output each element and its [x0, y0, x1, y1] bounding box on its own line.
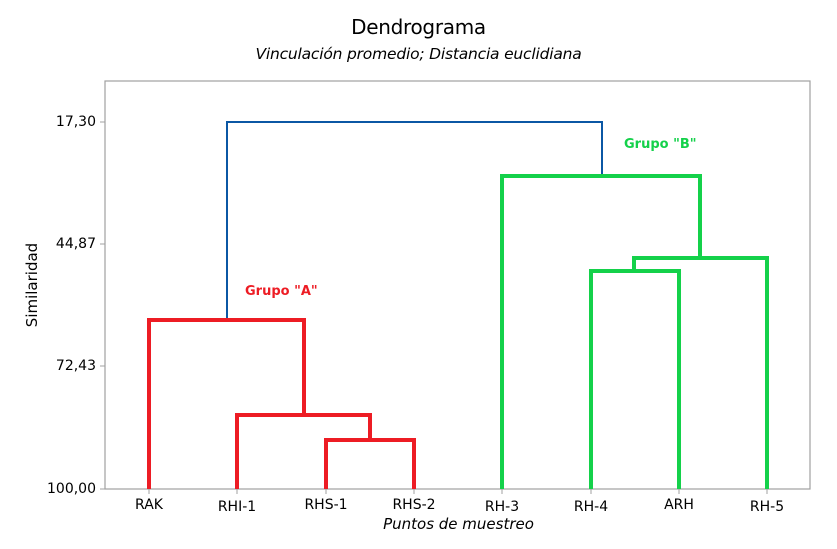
y-tick-label: 72,43: [55, 358, 96, 374]
root-link: [226, 121, 603, 320]
x-tick-label: ARH: [664, 497, 694, 513]
group-b-branches: [500, 174, 769, 489]
plot-frame: [104, 80, 811, 490]
x-tick-label: RAK: [135, 497, 163, 513]
x-tick-label: RHI-1: [217, 499, 257, 515]
x-tick-label: RH-3: [484, 499, 520, 515]
x-tick-label: RHS-1: [304, 497, 348, 513]
group-a-branches: [147, 318, 416, 489]
chart-title: Dendrograma: [351, 15, 486, 39]
x-tick-label: RH-5: [749, 499, 785, 515]
y-axis-ticks: [100, 121, 105, 490]
group-a-label: Grupo "A": [245, 284, 318, 299]
y-tick-label: 44,87: [55, 236, 96, 252]
x-axis-ticks: [148, 489, 768, 494]
y-tick-label: 17,30: [55, 114, 96, 130]
y-tick-label: 100,00: [47, 481, 96, 497]
group-b-label: Grupo "B": [624, 137, 697, 152]
chart-subtitle: Vinculación promedio; Distancia euclidia…: [255, 45, 582, 63]
x-tick-label: RH-4: [573, 499, 609, 515]
x-axis-label: Puntos de muestreo: [383, 515, 534, 533]
x-tick-label: RHS-2: [392, 497, 436, 513]
